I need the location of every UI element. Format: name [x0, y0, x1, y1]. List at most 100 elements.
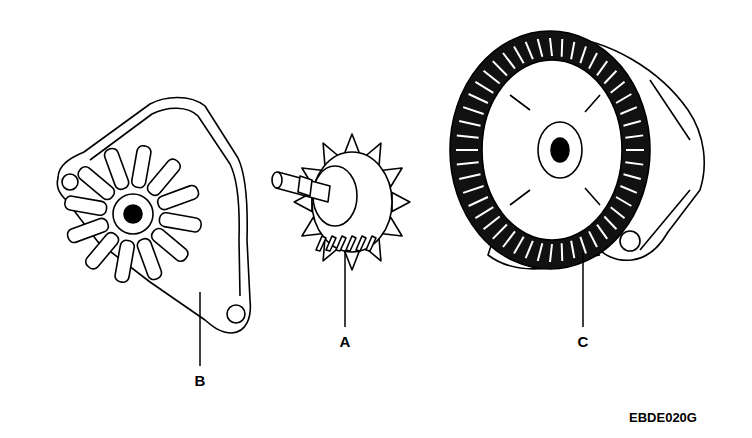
vent-slot	[136, 237, 164, 281]
fan-blade	[336, 236, 346, 251]
stator-slot	[457, 162, 479, 164]
stator-slot	[503, 231, 515, 247]
stator-slot	[484, 71, 500, 84]
vent-slot-shape	[114, 239, 135, 283]
stator-slot	[620, 186, 636, 193]
fan-blade	[366, 236, 376, 251]
stator-slot	[580, 47, 586, 64]
stator-slot	[469, 94, 488, 103]
figure-code: EBDE020G	[629, 411, 697, 424]
stator-slot	[561, 39, 564, 57]
stator-slot	[538, 39, 543, 57]
stator-ring	[450, 31, 650, 269]
stator-slot	[616, 197, 631, 206]
stator-slot	[459, 174, 480, 179]
stator-slot	[623, 121, 640, 126]
leader-line	[199, 292, 201, 366]
stator-slot	[459, 121, 480, 126]
housing-outline	[57, 98, 250, 334]
stator-slot	[597, 225, 607, 239]
stator-slot	[625, 135, 643, 137]
vent-slot-shape	[136, 237, 164, 281]
stator-slot	[604, 216, 616, 229]
stator-slot	[589, 231, 597, 247]
vent-slot	[114, 239, 135, 283]
part-letter: B	[195, 373, 206, 388]
stator-slot	[550, 38, 552, 56]
vent-slot-shape	[158, 212, 202, 233]
shaft-end	[272, 172, 282, 188]
stator-slot	[484, 216, 500, 229]
stator-slot	[623, 174, 640, 179]
vent-slot	[156, 184, 200, 212]
stator-slot	[463, 107, 483, 114]
claw-pole	[392, 192, 410, 211]
vent-slot-shape	[64, 195, 108, 216]
leader-lines	[200, 250, 583, 366]
fan-blade	[356, 236, 366, 251]
vent-slot-shape	[66, 217, 110, 245]
stator-slot	[611, 207, 625, 218]
stator-slot	[580, 237, 586, 254]
rear-bearing-hole	[551, 138, 569, 162]
rear-bearing	[538, 122, 582, 178]
part-letter: C	[578, 334, 589, 349]
mount-ear-hole	[620, 231, 640, 251]
part-letter: A	[340, 334, 351, 349]
stator-slot	[571, 241, 574, 258]
leader-line	[582, 252, 584, 327]
stator-slot	[538, 243, 543, 261]
vent-slot	[66, 217, 110, 245]
vent-slot-shape	[103, 147, 131, 191]
fan-blade	[346, 236, 356, 251]
fan-blade	[316, 236, 326, 251]
stator-slot	[493, 61, 507, 75]
vent-slot	[158, 212, 202, 233]
stator-slot	[514, 237, 524, 254]
rotor-core	[312, 152, 392, 252]
bearing-boss	[113, 194, 153, 234]
rear-housing-detail	[510, 95, 600, 205]
mount-ear-hole	[227, 305, 245, 323]
stator-slot	[616, 94, 631, 103]
rotor	[272, 134, 410, 270]
stator-slot	[503, 53, 515, 69]
rotor-shaft	[276, 172, 330, 202]
stator-slot	[463, 186, 483, 193]
stator-slot	[625, 162, 643, 164]
vent-slots	[64, 145, 202, 283]
claw-poles	[294, 134, 410, 270]
stator-slot	[571, 42, 574, 59]
vent-slot	[64, 195, 108, 216]
stator-slot	[514, 47, 524, 64]
fan-blade	[326, 236, 336, 251]
stator-slot	[493, 225, 507, 239]
stator-slot	[604, 71, 616, 84]
stator-slot	[589, 53, 597, 69]
housing-rim	[90, 108, 240, 296]
leader-line	[344, 250, 346, 327]
vent-slot-shape	[131, 145, 152, 189]
stator-bore	[482, 60, 622, 240]
stator-slot	[475, 82, 493, 93]
front-housing	[57, 98, 250, 334]
mount-ear-hole	[62, 174, 78, 190]
stator-slot	[620, 107, 636, 114]
shaft-collar	[298, 176, 312, 196]
vent-slot	[103, 147, 131, 191]
stator-slot	[561, 243, 564, 261]
stator-slots	[456, 38, 644, 262]
stator-slot	[475, 207, 493, 218]
vent-slot-shape	[156, 184, 200, 212]
stator-slot	[469, 197, 488, 206]
stator-slot	[456, 149, 478, 151]
bearing-hole	[124, 205, 142, 223]
vent-slot	[131, 145, 152, 189]
stator-slot	[526, 241, 533, 258]
fan-blades	[316, 236, 376, 251]
stator-slot	[611, 82, 625, 93]
stator-slot	[526, 42, 533, 59]
stator-slot	[597, 61, 607, 75]
